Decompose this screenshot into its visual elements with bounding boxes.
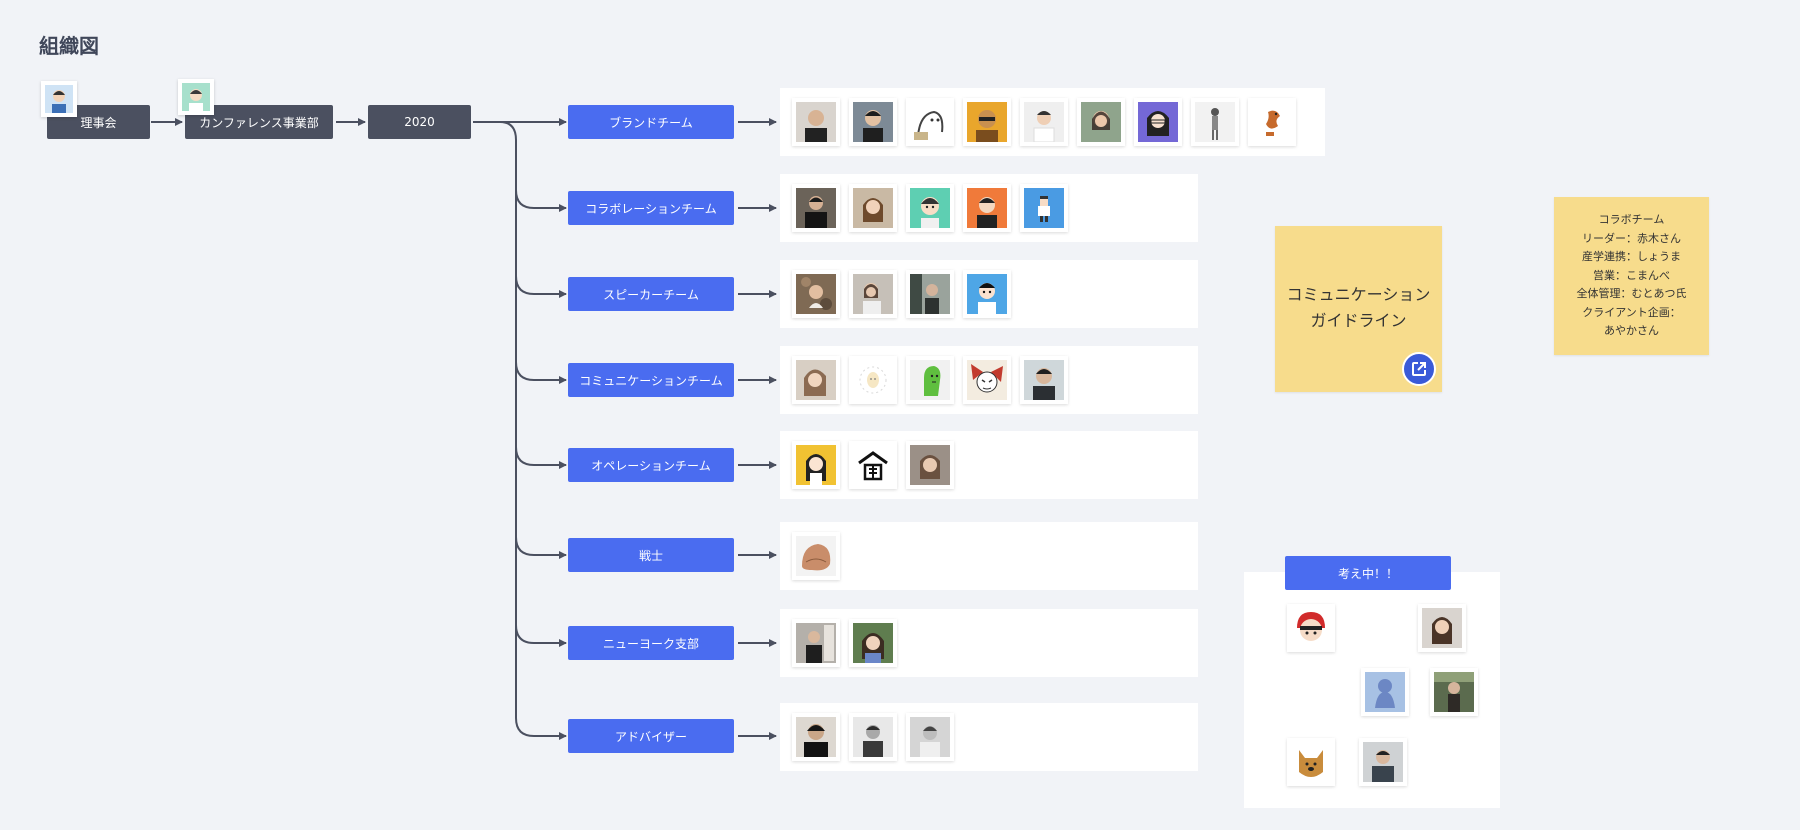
- member-avatar[interactable]: [963, 184, 1011, 232]
- member-avatar[interactable]: [963, 270, 1011, 318]
- members-card-collaboration: [780, 174, 1198, 242]
- member-avatar[interactable]: [906, 441, 954, 489]
- members-card-speaker: [780, 260, 1198, 328]
- member-avatar[interactable]: [1418, 604, 1466, 652]
- member-avatar[interactable]: [849, 356, 897, 404]
- thinking-label[interactable]: 考え中！！: [1285, 556, 1451, 590]
- member-avatar[interactable]: [906, 713, 954, 761]
- member-avatar[interactable]: [1020, 356, 1068, 404]
- team-collaboration[interactable]: コラボレーションチーム: [568, 191, 734, 225]
- member-avatar[interactable]: [849, 441, 897, 489]
- members-card-new-york: [780, 609, 1198, 677]
- team-brand[interactable]: ブランドチーム: [568, 105, 734, 139]
- member-avatar[interactable]: [849, 270, 897, 318]
- thinking-members-card: [1244, 572, 1500, 808]
- guideline-line-1: コミュニケーション: [1286, 285, 1431, 304]
- collab-line: 営業：こまんべ: [1593, 268, 1670, 282]
- member-avatar[interactable]: [1020, 98, 1068, 146]
- guideline-line-2: ガイドライン: [1310, 311, 1407, 330]
- member-avatar[interactable]: [792, 532, 840, 580]
- member-avatar[interactable]: [792, 619, 840, 667]
- team-communication[interactable]: コミュニケーションチーム: [568, 363, 734, 397]
- members-card-warrior: [780, 522, 1198, 590]
- member-avatar[interactable]: [849, 184, 897, 232]
- collab-line: クライアント企画：: [1582, 305, 1681, 319]
- collab-line: あやかさん: [1604, 324, 1659, 337]
- member-avatar[interactable]: [1134, 98, 1182, 146]
- external-link-icon: [1412, 362, 1426, 376]
- team-new-york[interactable]: ニューヨーク支部: [568, 626, 734, 660]
- members-card-communication: [780, 346, 1198, 414]
- member-avatar[interactable]: [1287, 738, 1335, 786]
- member-avatar[interactable]: [1248, 98, 1296, 146]
- member-avatar[interactable]: [963, 98, 1011, 146]
- member-avatar[interactable]: [1020, 184, 1068, 232]
- member-avatar[interactable]: [963, 356, 1011, 404]
- collab-line: 産学連携：しょうま: [1582, 250, 1681, 263]
- conference-avatar[interactable]: [178, 79, 214, 115]
- member-avatar[interactable]: [1191, 98, 1239, 146]
- member-avatar[interactable]: [792, 441, 840, 489]
- member-avatar[interactable]: [792, 356, 840, 404]
- member-avatar[interactable]: [1077, 98, 1125, 146]
- member-avatar[interactable]: [1359, 738, 1407, 786]
- member-avatar[interactable]: [906, 356, 954, 404]
- member-avatar[interactable]: [792, 270, 840, 318]
- collab-line: リーダー：赤木さん: [1582, 231, 1681, 245]
- team-speaker[interactable]: スピーカーチーム: [568, 277, 734, 311]
- members-card-brand: [780, 88, 1325, 156]
- node-board[interactable]: 理事会: [47, 105, 150, 139]
- collab-line: コラボチーム: [1598, 213, 1665, 226]
- member-avatar[interactable]: [906, 270, 954, 318]
- communication-guideline-sticky[interactable]: コミュニケーション ガイドライン: [1275, 226, 1442, 392]
- member-avatar[interactable]: [849, 713, 897, 761]
- page-title: 組織図: [39, 34, 99, 58]
- board-avatar[interactable]: [41, 81, 77, 117]
- member-avatar[interactable]: [849, 98, 897, 146]
- member-avatar[interactable]: [906, 184, 954, 232]
- collab-line: 全体管理：むとあつ氏: [1576, 287, 1687, 300]
- external-link-button[interactable]: [1402, 352, 1436, 386]
- team-advisor[interactable]: アドバイザー: [568, 719, 734, 753]
- node-2020[interactable]: 2020: [368, 105, 471, 139]
- member-avatar[interactable]: [1287, 604, 1335, 652]
- member-avatar[interactable]: [1430, 668, 1478, 716]
- member-avatar[interactable]: [792, 713, 840, 761]
- team-operation[interactable]: オペレーションチーム: [568, 448, 734, 482]
- members-card-operation: [780, 431, 1198, 499]
- member-avatar[interactable]: [1361, 668, 1409, 716]
- member-avatar[interactable]: [849, 619, 897, 667]
- member-avatar[interactable]: [792, 184, 840, 232]
- collab-team-sticky[interactable]: コラボチーム リーダー：赤木さん 産学連携：しょうま 営業：こまんべ 全体管理：…: [1554, 197, 1709, 355]
- member-avatar[interactable]: [792, 98, 840, 146]
- members-card-advisor: [780, 703, 1198, 771]
- team-warrior[interactable]: 戦士: [568, 538, 734, 572]
- member-avatar[interactable]: [906, 98, 954, 146]
